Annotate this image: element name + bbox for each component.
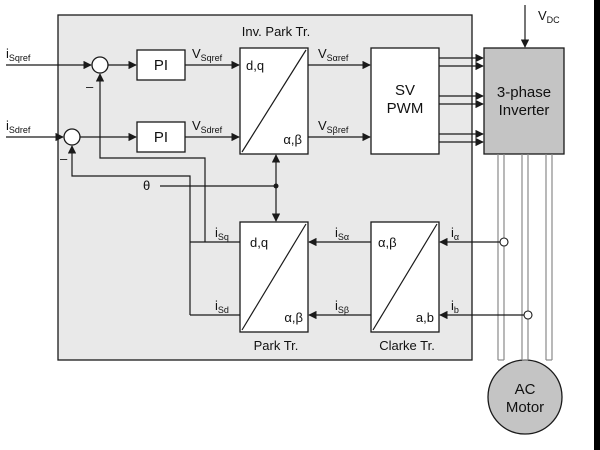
- clarke-title: Clarke Tr.: [379, 338, 435, 353]
- label-vsbref: VSβref: [318, 118, 349, 135]
- label-vsaref: VSαref: [318, 46, 349, 63]
- sum-junction-q: [91, 56, 109, 74]
- park-title: Park Tr.: [254, 338, 299, 353]
- sum-junction-d: [63, 128, 81, 146]
- label-ialpha: iα: [451, 225, 459, 242]
- label-isbeta: iSβ: [335, 298, 349, 315]
- gate-signals: [439, 53, 484, 147]
- inverse-park-out-label: α,β: [283, 132, 302, 147]
- label-isqref: iSqref: [6, 46, 31, 63]
- clarke-diagonal: [372, 223, 438, 331]
- label-theta: θ: [143, 178, 150, 193]
- inverse-park-diagonal: [241, 49, 307, 153]
- clarke-top-label: α,β: [378, 235, 397, 250]
- label-isdref: iSdref: [6, 118, 31, 135]
- label-vsqref: VSqref: [192, 46, 223, 63]
- theta-node: [273, 183, 279, 189]
- inverter-line2: Inverter: [499, 102, 550, 119]
- pi-controller-d: [136, 121, 186, 153]
- svpwm-line1: SV: [395, 82, 415, 99]
- minus-sign-d: –: [60, 151, 68, 166]
- svpwm-line2: PWM: [387, 100, 424, 117]
- three-phase-inverter: [483, 47, 565, 155]
- park-diagonal: [241, 223, 307, 331]
- park-in-label: d,q: [250, 235, 268, 250]
- label-ib: ib: [451, 298, 459, 315]
- label-vdc: VDC: [538, 8, 560, 25]
- label-vsdref: VSdref: [192, 118, 223, 135]
- current-sensor-a: [499, 237, 509, 247]
- inverse-park-title: Inv. Park Tr.: [242, 24, 310, 39]
- pi-controller-q: [136, 49, 186, 81]
- inverse-park-in-label: d,q: [246, 58, 264, 73]
- phase-lines: [497, 154, 553, 361]
- motor-line2: Motor: [506, 399, 544, 416]
- pi-d-label: PI: [154, 129, 168, 146]
- label-isalpha: iSα: [335, 225, 349, 242]
- pi-q-label: PI: [154, 57, 168, 74]
- current-sensor-b: [523, 310, 533, 320]
- park-out-label: α,β: [284, 310, 303, 325]
- label-isq: iSq: [215, 225, 229, 242]
- svpwm-block: [370, 47, 440, 155]
- inverter-line1: 3-phase: [497, 84, 551, 101]
- motor-line1: AC: [515, 381, 536, 398]
- minus-sign-q: –: [86, 79, 94, 94]
- clarke-bottom-label: a,b: [416, 310, 434, 325]
- wire-isq-feedback: [95, 73, 206, 242]
- wire-isd-feedback: [67, 145, 191, 315]
- label-isd: iSd: [215, 298, 229, 315]
